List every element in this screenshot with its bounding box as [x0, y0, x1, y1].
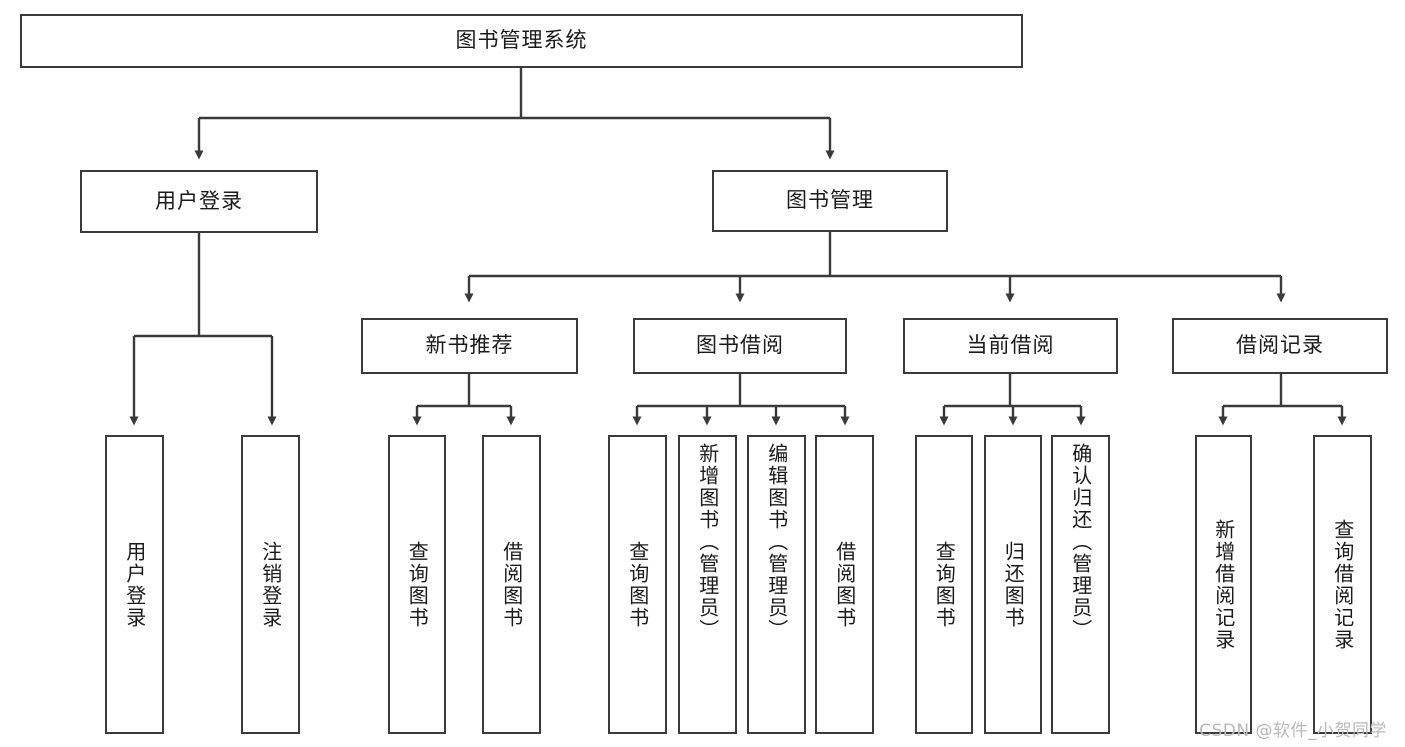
node-current-borrow-label: 当前借阅: [966, 333, 1055, 358]
node-borrow-record-label: 借阅记录: [1236, 333, 1324, 358]
leaf-confirm-return-admin-label: 确认归还（管理员）: [1068, 443, 1093, 641]
node-book-borrow-label: 图书借阅: [696, 333, 784, 358]
node-root-label: 图书管理系统: [455, 28, 588, 53]
node-new-book-recommend[interactable]: 新书推荐: [361, 318, 578, 374]
node-user-login[interactable]: 用户登录: [80, 170, 318, 233]
node-book-management[interactable]: 图书管理: [712, 170, 948, 232]
leaf-add-book-admin-label: 新增图书（管理员）: [695, 443, 720, 641]
leaf-user-login-label: 用户登录: [122, 540, 147, 629]
leaf-query-borrow-record-label: 查询借阅记录: [1330, 518, 1355, 651]
csdn-watermark: CSDN @软件_小贺同学: [1199, 721, 1387, 741]
node-borrow-record[interactable]: 借阅记录: [1172, 318, 1388, 374]
leaf-borrow-book-recommend[interactable]: 借阅图书: [482, 435, 541, 734]
leaf-edit-book-admin-label: 编辑图书（管理员）: [764, 443, 789, 641]
leaf-edit-book-admin[interactable]: 编辑图书（管理员）: [747, 435, 806, 734]
node-current-borrow[interactable]: 当前借阅: [903, 318, 1118, 374]
leaf-query-book-borrow[interactable]: 查询图书: [608, 435, 667, 734]
leaf-logout[interactable]: 注销登录: [241, 435, 300, 734]
leaf-confirm-return-admin[interactable]: 确认归还（管理员）: [1051, 435, 1110, 734]
leaf-query-book-borrow-label: 查询图书: [625, 540, 650, 629]
leaf-user-login[interactable]: 用户登录: [105, 435, 164, 734]
node-book-management-label: 图书管理: [786, 188, 874, 213]
leaf-query-book-current-label: 查询图书: [932, 540, 957, 629]
leaf-query-borrow-record[interactable]: 查询借阅记录: [1313, 435, 1372, 734]
leaf-borrow-book[interactable]: 借阅图书: [815, 435, 874, 734]
leaf-query-book-recommend[interactable]: 查询图书: [388, 435, 446, 734]
leaf-query-book-recommend-label: 查询图书: [405, 540, 430, 629]
leaf-add-borrow-record[interactable]: 新增借阅记录: [1195, 435, 1252, 734]
leaf-logout-label: 注销登录: [258, 540, 283, 629]
leaf-borrow-book-recommend-label: 借阅图书: [499, 540, 524, 629]
node-root[interactable]: 图书管理系统: [20, 14, 1023, 68]
leaf-add-borrow-record-label: 新增借阅记录: [1211, 518, 1236, 651]
leaf-add-book-admin[interactable]: 新增图书（管理员）: [678, 435, 737, 734]
leaf-return-book-label: 归还图书: [1001, 540, 1026, 629]
leaf-query-book-current[interactable]: 查询图书: [915, 435, 973, 734]
leaf-borrow-book-label: 借阅图书: [832, 540, 857, 629]
node-book-borrow[interactable]: 图书借阅: [633, 318, 847, 374]
node-new-book-recommend-label: 新书推荐: [425, 333, 514, 358]
node-user-login-label: 用户登录: [155, 188, 243, 213]
leaf-return-book[interactable]: 归还图书: [984, 435, 1042, 734]
